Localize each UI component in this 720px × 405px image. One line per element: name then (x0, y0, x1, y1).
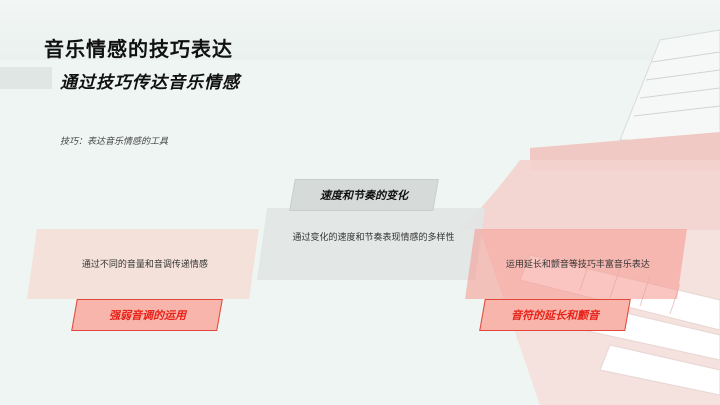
card-heading-tempo: 速度和节奏的变化 (289, 179, 439, 211)
card-sustain-vibrato: 运用延长和颤音等技巧丰富音乐表达 (465, 229, 687, 299)
card-text: 通过不同的音量和音调传递情感 (81, 260, 208, 270)
slide-subtitle: 通过技巧传达音乐情感 (60, 73, 240, 93)
card-text: 通过变化的速度和节奏表现情感的多样性 (292, 233, 455, 243)
subtitle-accent-bar (0, 67, 52, 89)
heading-text: 速度和节奏的变化 (320, 189, 408, 202)
intro-note: 技巧：表达音乐情感的工具 (60, 137, 169, 147)
card-tempo-rhythm: 通过变化的速度和节奏表现情感的多样性 (256, 208, 486, 280)
heading-text: 音符的延长和颤音 (511, 309, 599, 322)
card-heading-volume: 强弱音调的运用 (71, 299, 223, 331)
heading-text: 强弱音调的运用 (108, 309, 186, 322)
card-volume-pitch: 通过不同的音量和音调传递情感 (27, 229, 259, 299)
header-band (0, 0, 720, 60)
card-text: 运用延长和颤音等技巧丰富音乐表达 (505, 260, 650, 270)
card-heading-sustain: 音符的延长和颤音 (479, 299, 631, 331)
slide-title: 音乐情感的技巧表达 (44, 37, 233, 61)
piano-illustration (460, 29, 720, 405)
